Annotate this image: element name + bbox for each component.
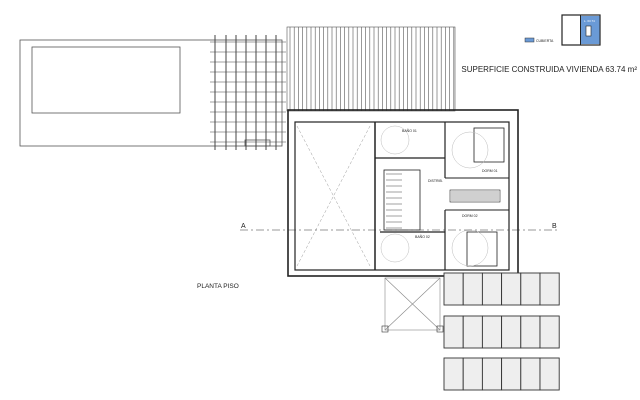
legend-key-label: L. 63.74 xyxy=(584,19,595,23)
solar-panel xyxy=(501,272,522,306)
solar-panel xyxy=(443,315,464,349)
solar-panels xyxy=(443,272,560,391)
void-cross xyxy=(296,125,371,267)
room-label: DORM 01 xyxy=(482,169,498,173)
room-labels: BAÑO 01 DORM 01 DISTRIB. DORM 02 BAÑO 02 xyxy=(402,128,498,239)
area-label: SUPERFICIE CONSTRUIDA VIVIENDA 63.74 m² xyxy=(461,65,637,74)
door-swings xyxy=(380,125,489,267)
house-walls xyxy=(287,109,519,277)
section-line: A B xyxy=(240,223,560,231)
terrace-outline xyxy=(19,39,283,147)
solar-panel xyxy=(481,272,503,306)
roof-hatch xyxy=(286,26,456,112)
solar-panel xyxy=(462,357,483,391)
solar-panel xyxy=(539,315,560,349)
solar-panel xyxy=(539,357,560,391)
stairs xyxy=(386,173,499,229)
solar-panel xyxy=(443,272,464,306)
solar-panel xyxy=(539,272,560,306)
solar-panel xyxy=(481,357,503,391)
section-mark-b: B xyxy=(552,223,557,230)
room-label: BAÑO 01 xyxy=(402,128,417,133)
room-label: DORM 02 xyxy=(462,214,478,218)
solar-panel xyxy=(501,315,522,349)
solar-panel xyxy=(520,315,541,349)
solar-panel xyxy=(501,357,522,391)
section-mark-a: A xyxy=(241,223,246,230)
room-label: BAÑO 02 xyxy=(415,234,430,239)
solar-panel xyxy=(462,315,483,349)
solar-panel xyxy=(443,357,464,391)
room-label: DISTRIB. xyxy=(428,179,443,183)
porch xyxy=(381,277,444,333)
solar-panel xyxy=(481,315,503,349)
solar-panel xyxy=(520,272,541,306)
legend: CUBIERTA L. 63.74 xyxy=(524,14,601,46)
legend-swatch xyxy=(524,37,535,43)
legend-swatch-label: CUBIERTA xyxy=(536,39,554,43)
solar-panel xyxy=(520,357,541,391)
solar-panel xyxy=(462,272,483,306)
pergola xyxy=(210,35,286,150)
plan-title: PLANTA PISO xyxy=(197,283,239,290)
